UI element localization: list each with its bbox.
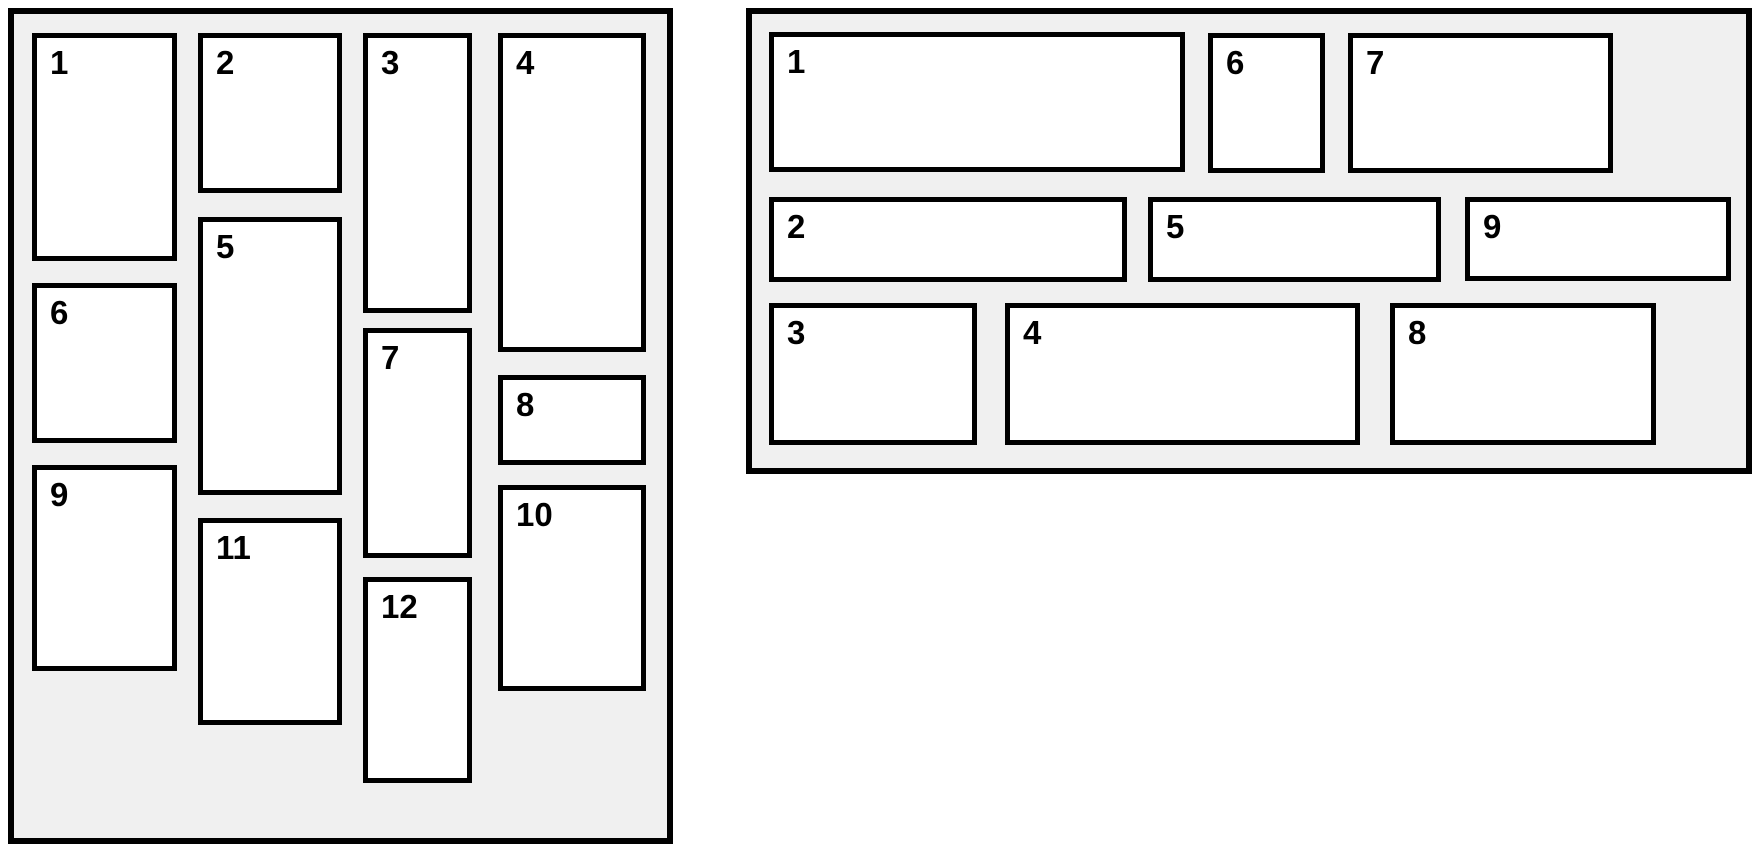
horizontal-masonry-panel: 1 6 7 2 5 9 3 4 8 [746,8,1752,474]
masonry-item: 11 [198,518,342,725]
masonry-item: 10 [498,485,646,691]
masonry-item: 4 [498,33,646,352]
masonry-item: 1 [32,33,177,261]
vertical-masonry-panel: 1 6 9 2 5 11 3 7 12 4 8 10 [8,8,673,844]
masonry-item: 4 [1005,303,1360,445]
masonry-item: 5 [198,217,342,495]
masonry-item: 8 [1390,303,1656,445]
masonry-item: 3 [363,33,472,313]
masonry-item: 8 [498,375,646,465]
masonry-item: 3 [769,303,977,445]
masonry-item: 6 [32,283,177,443]
masonry-item: 12 [363,577,472,783]
masonry-item: 2 [769,197,1127,282]
masonry-item: 9 [32,465,177,671]
masonry-item: 2 [198,33,342,193]
masonry-item: 9 [1465,197,1731,281]
masonry-item: 1 [769,32,1185,172]
masonry-item: 7 [1348,33,1613,173]
masonry-item: 7 [363,328,472,558]
masonry-item: 6 [1208,33,1325,173]
masonry-item: 5 [1148,197,1441,282]
